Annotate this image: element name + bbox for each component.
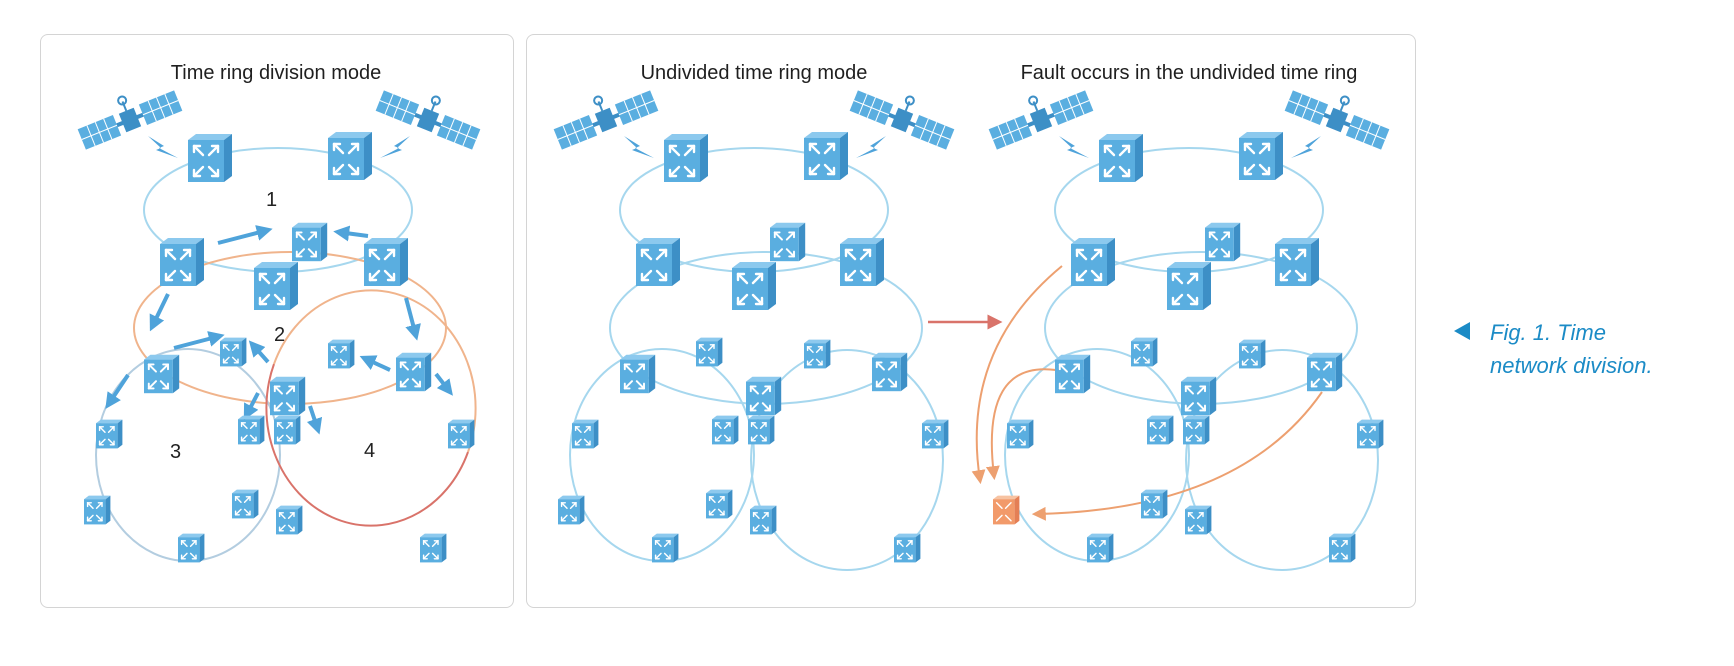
switch-device-icon <box>231 488 260 520</box>
switch-device-icon <box>395 351 433 393</box>
switch-device-icon <box>1328 532 1357 564</box>
switch-device-icon <box>269 375 307 417</box>
switch-device-icon <box>252 260 300 312</box>
switch-device-icon <box>237 414 266 446</box>
switch-device-icon <box>1356 418 1385 450</box>
switch-device-icon <box>1130 336 1159 368</box>
switch-device-icon <box>1146 414 1175 446</box>
switch-device-icon <box>1165 260 1213 312</box>
switch-device-icon <box>1054 353 1092 395</box>
ring-label-4: 4 <box>364 440 375 462</box>
panel-title-undivided-mode: Undivided time ring mode <box>640 62 868 84</box>
left-diagram: 1 2 3 4 <box>71 76 487 564</box>
redirect-arrows <box>105 225 453 435</box>
signal-bolt-icon <box>1059 136 1089 158</box>
switch-device-icon <box>362 236 410 288</box>
switch-device-icon <box>557 494 586 526</box>
switch-device-icon <box>1237 130 1285 182</box>
switch-device-icon <box>921 418 950 450</box>
switch-device-icon <box>1204 221 1242 263</box>
switch-device-icon <box>326 130 374 182</box>
switch-device-icon <box>1306 351 1344 393</box>
satellite-icon <box>982 76 1095 151</box>
faulty-device-icon <box>993 495 1020 525</box>
signal-bolt-icon <box>148 136 178 158</box>
switch-device-icon <box>143 353 181 395</box>
satellite-icon <box>848 76 961 151</box>
caption-line-1: Fig. 1. Time <box>1490 320 1606 345</box>
switch-device-icon <box>711 414 740 446</box>
satellite-icon <box>1283 76 1396 151</box>
switch-device-icon <box>158 236 206 288</box>
switch-device-icon <box>802 130 850 182</box>
switch-device-icon <box>634 236 682 288</box>
switch-device-icon <box>95 418 124 450</box>
signal-bolt-icon <box>856 136 886 158</box>
switch-device-icon <box>177 532 206 564</box>
switch-device-icon <box>662 132 710 184</box>
switch-device-icon <box>803 338 832 370</box>
switch-device-icon <box>749 504 778 536</box>
switch-device-icon <box>747 414 776 446</box>
switch-device-icon <box>1184 504 1213 536</box>
signal-bolt-icon <box>1291 136 1321 158</box>
panel-title-fault: Fault occurs in the undivided time ring <box>1020 62 1358 84</box>
signal-bolt-icon <box>380 136 410 158</box>
switch-device-icon <box>769 221 807 263</box>
switch-device-icon <box>273 414 302 446</box>
switch-device-icon <box>1182 414 1211 446</box>
satellite-icon <box>71 76 184 151</box>
switch-device-icon <box>1097 132 1145 184</box>
switch-device-icon <box>83 494 112 526</box>
signal-bolt-icon <box>624 136 654 158</box>
switch-device-icon <box>745 375 783 417</box>
switch-device-icon <box>1140 488 1169 520</box>
switch-device-icon <box>291 221 329 263</box>
panel-title-division-mode: Time ring division mode <box>170 62 382 84</box>
switch-device-icon <box>419 532 448 564</box>
switch-device-icon <box>447 418 476 450</box>
switch-device-icon <box>1180 375 1218 417</box>
caption-triangle-icon <box>1454 322 1470 340</box>
ring-label-2: 2 <box>274 324 285 346</box>
satellite-icon <box>547 76 660 151</box>
ring-4-red-arc <box>265 363 469 527</box>
switch-device-icon <box>1006 418 1035 450</box>
fault-reroute-arrows <box>971 265 1323 521</box>
switch-device-icon <box>871 351 909 393</box>
middle-diagram <box>547 76 961 571</box>
fault-diagram <box>971 76 1396 571</box>
caption-line-2: network division. <box>1490 353 1653 378</box>
switch-device-icon <box>1273 236 1321 288</box>
switch-device-icon <box>1238 338 1267 370</box>
switch-device-icon <box>619 353 657 395</box>
switch-device-icon <box>219 336 248 368</box>
switch-device-icon <box>730 260 778 312</box>
switch-device-icon <box>651 532 680 564</box>
ring-label-3: 3 <box>170 441 181 463</box>
satellite-icon <box>374 76 487 151</box>
switch-device-icon <box>893 532 922 564</box>
ring-label-1: 1 <box>266 189 277 211</box>
ring-4-orange-arc <box>273 289 477 453</box>
switch-device-icon <box>838 236 886 288</box>
switch-device-icon <box>327 338 356 370</box>
switch-device-icon <box>1069 236 1117 288</box>
switch-device-icon <box>705 488 734 520</box>
switch-device-icon <box>1086 532 1115 564</box>
switch-device-icon <box>571 418 600 450</box>
switch-device-icon <box>275 504 304 536</box>
switch-device-icon <box>695 336 724 368</box>
switch-device-icon <box>186 132 234 184</box>
